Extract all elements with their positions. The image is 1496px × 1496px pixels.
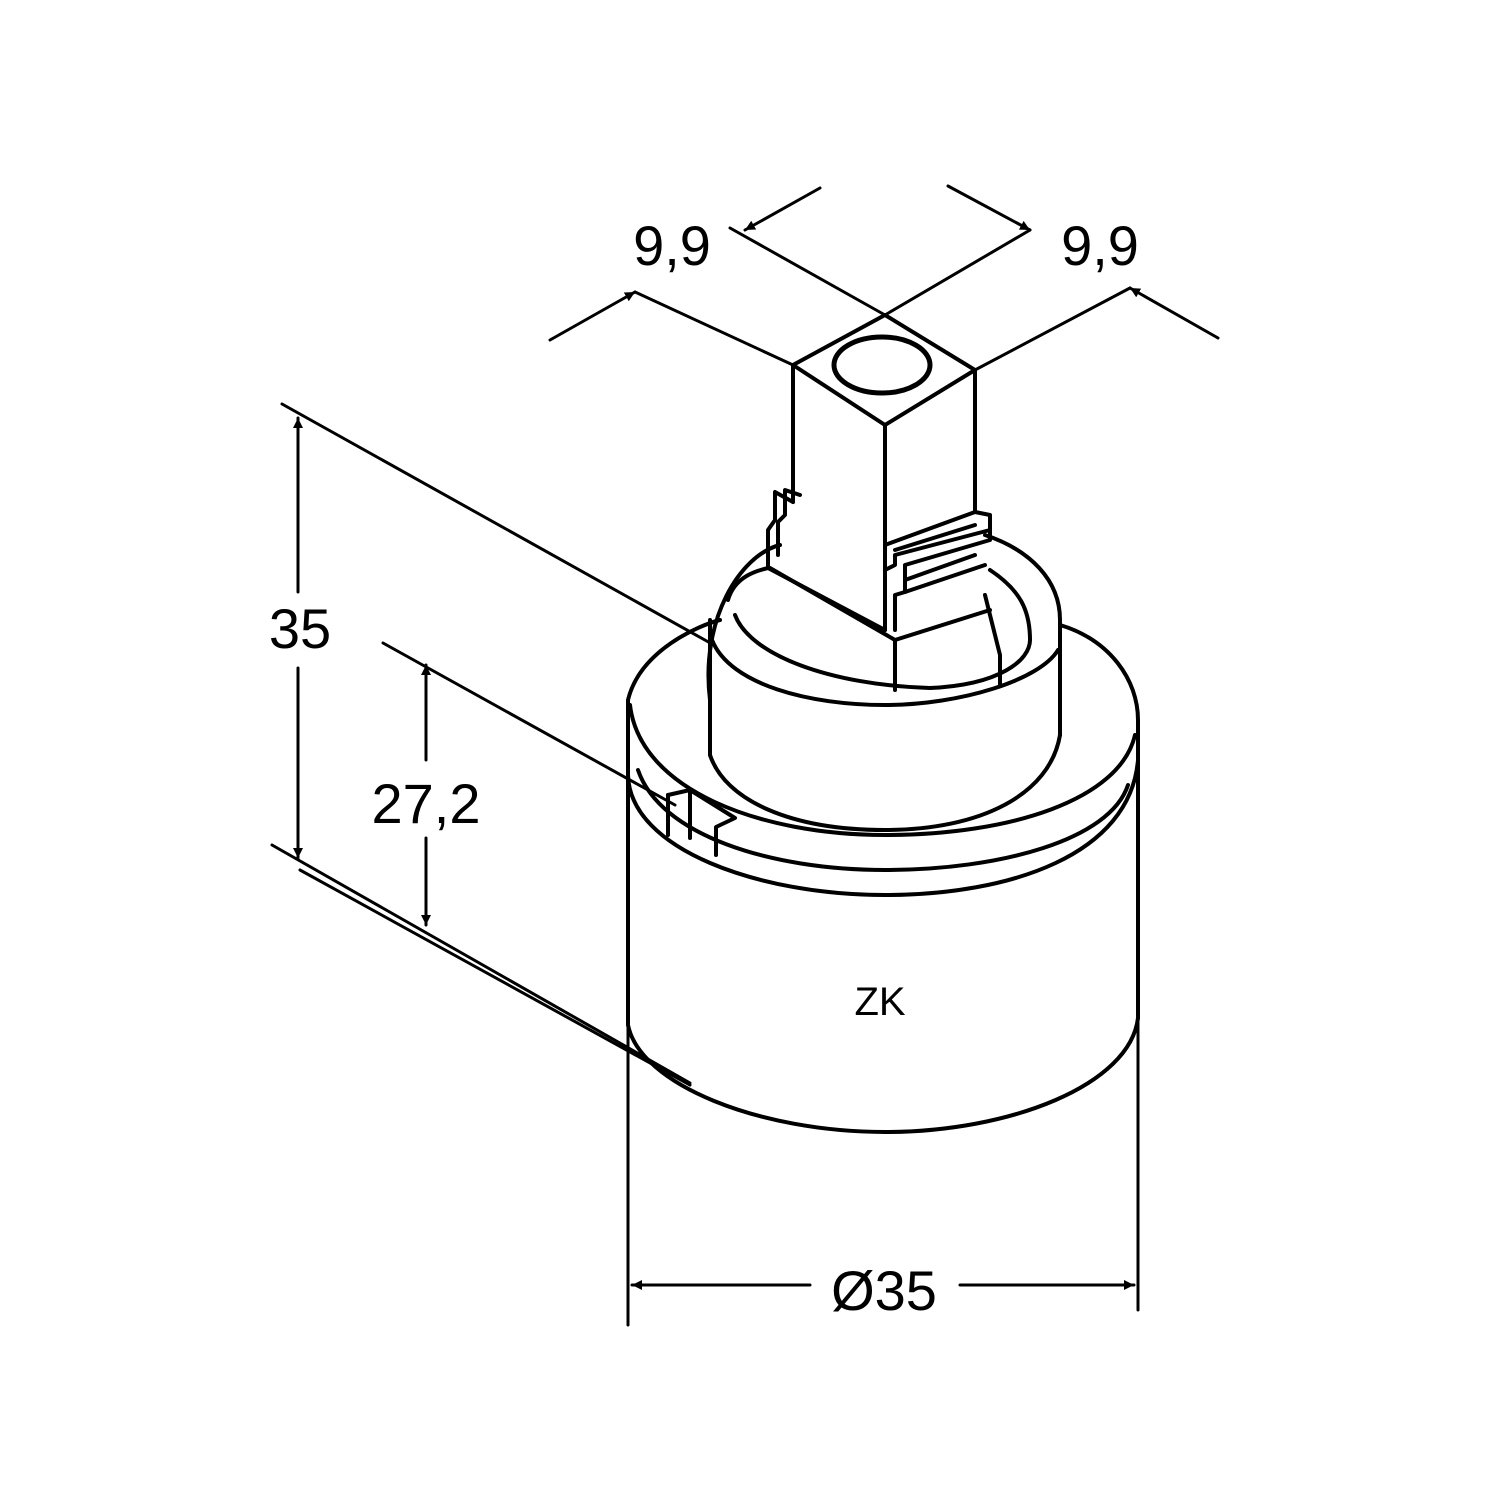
dim-diameter-label: Ø35	[831, 1259, 937, 1322]
dimension-lines	[270, 184, 1220, 1327]
spindle-bore	[831, 334, 933, 396]
body-notch	[666, 788, 737, 857]
part-label: ZK	[854, 980, 905, 1024]
spindle	[766, 313, 992, 632]
dim-spindle-left-label: 9,9	[633, 214, 711, 277]
dim-height-body-label: 27,2	[372, 772, 481, 835]
dim-spindle-right-label: 9,9	[1061, 214, 1139, 277]
dim-height-total-label: 35	[269, 597, 331, 660]
dimension-labels: 35 27,2 Ø35 9,9 9,9 ZK	[269, 214, 1139, 1322]
cartridge-body	[626, 618, 1140, 1134]
